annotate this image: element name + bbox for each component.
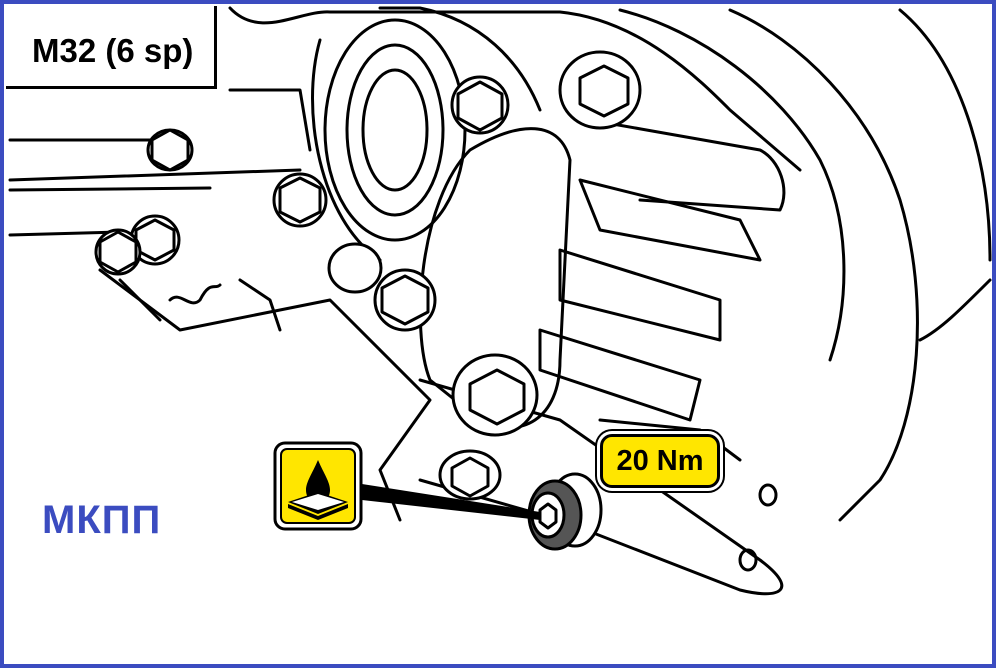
model-label: M32 (6 sp) [32,32,194,69]
housing-bolts [94,50,642,501]
torque-badge: 20 Nm [600,434,720,488]
pointer-line [362,484,540,520]
oil-fill-plug-icon [272,440,364,532]
model-label-box: M32 (6 sp) [6,6,217,89]
fill-plug [527,472,603,551]
caption-text: МКПП [42,498,162,542]
bell-housing-outline [728,8,919,522]
